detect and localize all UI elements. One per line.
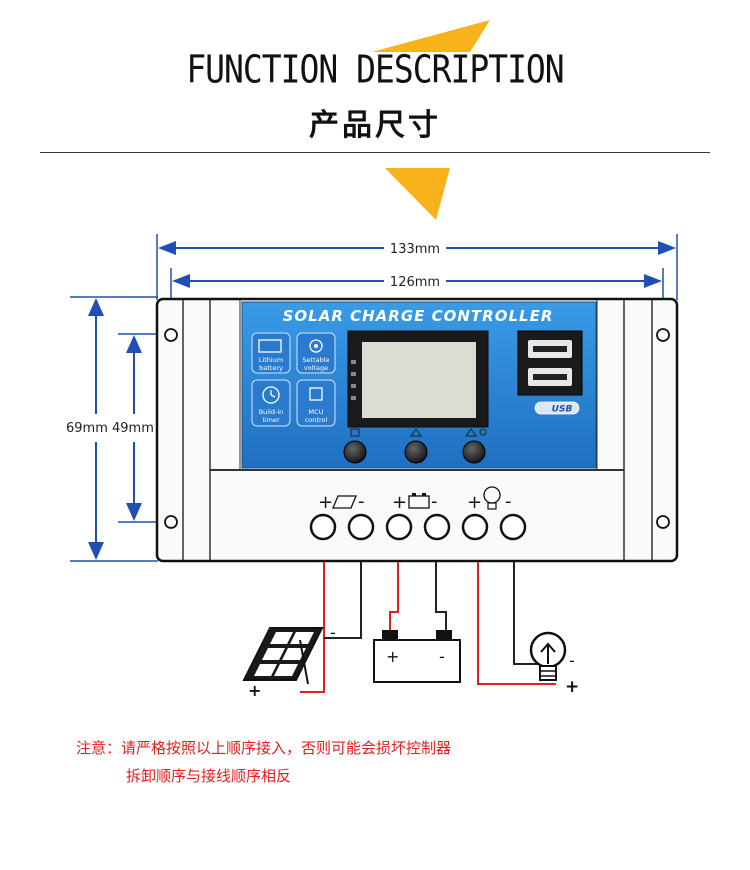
wire-solar-negative	[324, 562, 362, 639]
title-english: FUNCTION DESCRIPTION	[186, 47, 564, 92]
mounting-hole-bottom-left	[164, 515, 178, 529]
terminal-load-plus-sign: +	[467, 492, 482, 513]
panel-brand-title: SOLAR CHARGE CONTROLLER	[283, 307, 554, 325]
usb-label: USB	[552, 405, 573, 415]
wire-load-negative	[513, 562, 540, 665]
wiring-note: 注意：请严格按照以上顺序接入，否则可能会损坏控制器 拆卸顺序与接线顺序相反	[76, 734, 451, 790]
wiring-solar-minus: -	[330, 623, 336, 642]
terminal-battery-minus-sign: -	[431, 491, 438, 512]
note-line2: 拆卸顺序与接线顺序相反	[126, 767, 292, 785]
feature-label-line2: voltage	[304, 364, 328, 372]
dimension-label-height-outer: 69mm	[66, 421, 108, 436]
terminal-load-minus-sign: -	[505, 491, 512, 512]
terminal-screw-load-plus	[461, 513, 489, 541]
light-bulb-illustration	[529, 631, 567, 681]
usb-badge: USB	[534, 401, 580, 415]
terminal-screw-battery-minus	[423, 513, 451, 541]
wire-battery-negative	[435, 562, 447, 630]
mounting-hole-top-right	[656, 328, 670, 342]
feature-label-line1: MCU	[309, 408, 324, 416]
down-load-button[interactable]	[462, 428, 487, 464]
feature-settable-voltage: Settable voltage	[296, 332, 336, 374]
usb-ports	[517, 330, 583, 396]
dimension-height-outer	[70, 296, 158, 562]
divider-line	[40, 152, 710, 153]
mounting-hole-top-left	[164, 328, 178, 342]
title-chinese: 产品尺寸	[309, 108, 441, 143]
wire-load-positive	[477, 562, 556, 685]
dimension-width-inner	[170, 268, 664, 300]
feature-build-in-timer: Build-in timer	[251, 379, 291, 427]
terminal-screw-solar-plus	[309, 513, 337, 541]
terminal-screw-battery-plus	[385, 513, 413, 541]
wiring-battery-minus: -	[439, 647, 445, 666]
note-line1: 注意：请严格按照以上顺序接入，否则可能会损坏控制器	[76, 739, 452, 757]
lightbulb-icon	[483, 486, 501, 510]
solar-panel-icon	[332, 495, 357, 509]
feature-label-line1: Lithium	[259, 356, 283, 364]
accent-triangle-title	[372, 20, 490, 52]
feature-mcu-control: MCU control	[296, 379, 336, 427]
dimension-label-height-inner: 49mm	[112, 421, 154, 436]
accent-triangle-down	[385, 168, 450, 220]
wire-solar-positive	[300, 562, 325, 693]
menu-button[interactable]	[343, 428, 367, 464]
feature-label-line1: Settable	[302, 356, 329, 364]
terminal-group-solar: + -	[318, 491, 365, 513]
terminal-battery-plus-sign: +	[392, 492, 407, 513]
terminal-screw-solar-minus	[347, 513, 375, 541]
wiring-load-minus: -	[569, 651, 575, 670]
battery-illustration	[373, 630, 461, 683]
dimension-height-inner	[118, 333, 158, 523]
battery-icon	[408, 493, 430, 509]
feature-label-line2: control	[305, 416, 328, 424]
feature-label-line2: timer	[262, 416, 280, 424]
lcd-screen	[347, 330, 489, 428]
feature-label-line2: battery	[259, 364, 283, 372]
dimension-width-outer	[156, 234, 678, 300]
terminal-group-load: + -	[467, 486, 512, 513]
dimension-label-width-inner: 126mm	[390, 275, 440, 290]
feature-label-line1: Build-in	[259, 408, 284, 416]
dimension-label-width-outer: 133mm	[390, 242, 440, 257]
terminal-solar-minus-sign: -	[358, 491, 365, 512]
wire-battery-positive	[389, 562, 399, 630]
wiring-load-plus: +	[565, 677, 579, 697]
mounting-hole-bottom-right	[656, 515, 670, 529]
wiring-solar-plus: +	[248, 681, 261, 700]
feature-lithium-battery: Lithium battery	[251, 332, 291, 374]
up-button[interactable]	[404, 428, 428, 464]
solar-panel-illustration	[242, 627, 324, 685]
terminal-group-battery: + -	[392, 491, 438, 513]
terminal-screw-load-minus	[499, 513, 527, 541]
terminal-solar-plus-sign: +	[318, 492, 333, 513]
wiring-battery-plus: +	[386, 647, 399, 666]
